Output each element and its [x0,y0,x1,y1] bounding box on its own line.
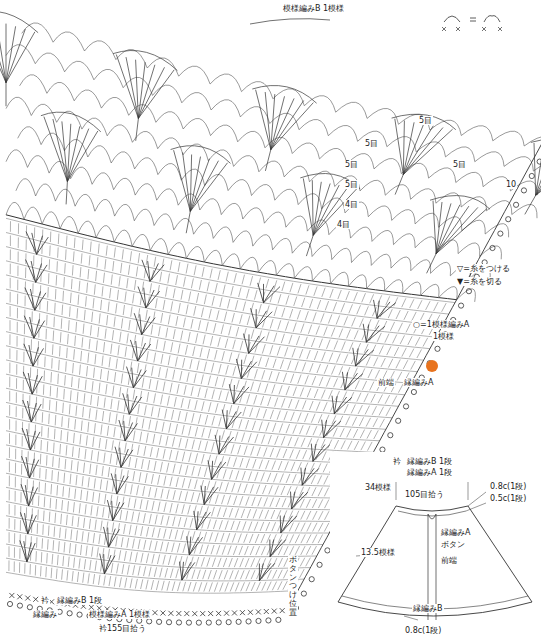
picot [537,159,541,164]
picot [236,619,241,624]
chart-label: 前端 [440,556,458,565]
cape-outline [338,506,532,616]
chart-label: 5目 [344,180,359,189]
chart-label: 前端 [377,378,395,387]
picot [309,577,314,582]
picot [216,620,221,625]
chart-label: 縁編みA [403,378,434,387]
chart-strokes [0,11,541,625]
picot [77,612,82,617]
picot [317,562,322,567]
picot [529,173,534,178]
chart-label: 衿155目拾う [98,624,147,633]
chart-label: 衿 [40,596,50,605]
picot [206,620,211,625]
chart-label: 模様編みB 1模様 [282,4,345,13]
picot [17,603,22,608]
chart-label: 0.5c(1段) [489,494,527,503]
picot [506,217,511,222]
chart-label: 縁編みB [412,604,444,613]
picot [226,620,231,625]
marker-dot [426,360,438,372]
picot [396,418,401,423]
leader-line [356,482,486,620]
picot [325,548,330,553]
chart-label: 縁編みA [440,528,471,537]
symbol-key-marks [442,27,502,31]
chart-label: 13.5模様 [360,548,396,557]
schematic-ground [330,452,541,640]
picot [466,289,471,294]
chart-label: 34模様 [364,483,392,492]
chart-label: 0.8c(1段) [404,626,442,635]
picot [266,618,271,623]
picot [176,620,181,625]
picot [403,404,408,409]
chart-label: 5目 [364,139,379,148]
picot [411,389,416,394]
picot [186,620,191,625]
picot [513,202,518,207]
chart-label: 5目 [344,160,359,169]
chart-label: 10 [505,180,517,189]
chart-label: 0.8c(1段) [489,482,527,491]
picot [301,591,306,596]
chart-label: ▼=糸を切る [456,277,503,286]
repeat-bracket [250,19,330,24]
body-edge [6,215,457,300]
shell-fans [0,11,541,273]
picot [67,611,72,616]
chart-label: 縁編みA 1段 [406,468,453,477]
picot [435,346,440,351]
chart-label: ▽=糸をつける [456,264,511,273]
chart-label: 105目拾う [404,490,445,499]
picot [166,620,171,625]
chart-label: 縁編み [32,610,58,619]
chart-label: ボタンつけ位置 [288,556,298,618]
chart-label: 4目 [336,220,351,229]
cape-schematic [330,452,541,640]
chart-label: 衿 [392,457,402,466]
picot [490,245,495,250]
picot [498,231,503,236]
edging-line [342,511,528,609]
chart-label: 1模様 [432,332,455,341]
chart-label: 5目 [418,116,433,125]
picot [458,303,463,308]
chart-label: 縁編みB 1段 [406,457,453,466]
chain-loops [6,23,541,302]
picot [246,619,251,624]
picot [276,617,281,622]
chart-label: ○=1模様編みA [412,320,470,329]
picot [7,601,12,606]
chart-label: 模様編みA 1模様 [88,610,151,619]
picot [157,619,162,624]
picot [196,620,201,625]
picot [388,433,393,438]
picot [147,619,152,624]
picot [256,618,261,623]
picot [380,447,385,452]
chart-label: ボタン [440,540,466,549]
symbol-key [444,16,500,22]
chart-label: 5目 [452,160,467,169]
picot [521,188,526,193]
chart-label: 縁編みB 1段 [56,596,103,605]
chart-label: 4目 [344,200,359,209]
